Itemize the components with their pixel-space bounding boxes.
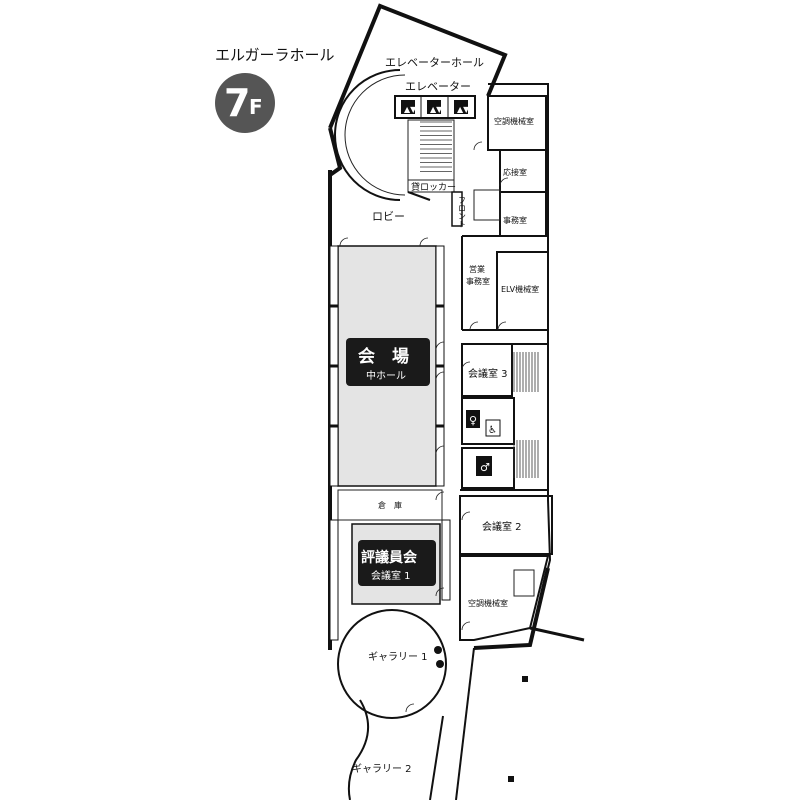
reception-room-label: 応接室	[503, 167, 527, 177]
elv-machine-room-label: ELV機械室	[501, 284, 539, 294]
lobby-label: ロビー	[372, 210, 405, 223]
council-badge	[358, 540, 436, 586]
office-label: 事務室	[503, 215, 527, 225]
main-hall-title: 会 場	[358, 346, 409, 367]
meeting-room-3-label: 会議室 3	[468, 367, 508, 380]
elevator-icon	[401, 100, 415, 114]
storage-room	[337, 489, 443, 521]
front-label: フロント	[458, 196, 467, 228]
elevator-icon	[427, 100, 441, 114]
floor-badge	[215, 73, 275, 133]
sales-office-label: 営業 事務室	[466, 264, 490, 286]
hvac-room-bottom	[459, 555, 550, 641]
stairs-right	[513, 352, 539, 478]
meeting-room-2-label: 会議室 2	[482, 520, 522, 533]
stairs-top	[420, 121, 452, 172]
window-strips	[329, 245, 451, 641]
service-rooms	[461, 95, 549, 331]
elevator-hall-curve	[334, 69, 401, 201]
main-hall-badge	[346, 338, 430, 386]
main-hall-subtitle: 中ホール	[366, 369, 406, 382]
gallery-1-label: ギャラリー 1	[368, 651, 428, 663]
restroom-icon	[476, 456, 492, 476]
council-subtitle: 会議室 1	[371, 569, 411, 582]
svg-text:▲▼: ▲▼	[430, 105, 443, 114]
svg-text:♂: ♂	[480, 461, 490, 474]
gallery-1[interactable]	[337, 609, 447, 719]
gallery-2-wall	[347, 699, 370, 800]
building-name: エルガーラホール	[215, 46, 335, 64]
restroom-icon	[466, 410, 480, 428]
svg-text:▲▼: ▲▼	[404, 105, 417, 114]
hvac-room-bottom-label: 空調機械室	[468, 598, 508, 608]
elevator-icon	[454, 100, 468, 114]
svg-text:▲▼: ▲▼	[457, 105, 470, 114]
storage-label: 倉 庫	[378, 500, 402, 510]
svg-text:♀: ♀	[469, 414, 477, 427]
council-title: 評議員会	[361, 549, 418, 566]
floor-suffix: F	[249, 95, 263, 119]
door-swings	[339, 141, 509, 713]
elevator-label: エレベーター	[405, 80, 471, 93]
gallery-2-label: ギャラリー 2	[352, 763, 412, 775]
svg-text:♿: ♿	[488, 425, 497, 436]
floor-number: 7	[224, 81, 250, 125]
elevator-hall-label: エレベーターホール	[385, 56, 484, 69]
meeting-room-2[interactable]	[459, 495, 553, 555]
hvac-room-top-label: 空調機械室	[494, 116, 534, 126]
elevator-block: ▲▼ ▲▼ ▲▼	[394, 95, 476, 119]
locker-label: 貸ロッカー	[411, 181, 456, 193]
wheelchair-icon	[485, 419, 501, 437]
front-desk	[451, 191, 463, 227]
